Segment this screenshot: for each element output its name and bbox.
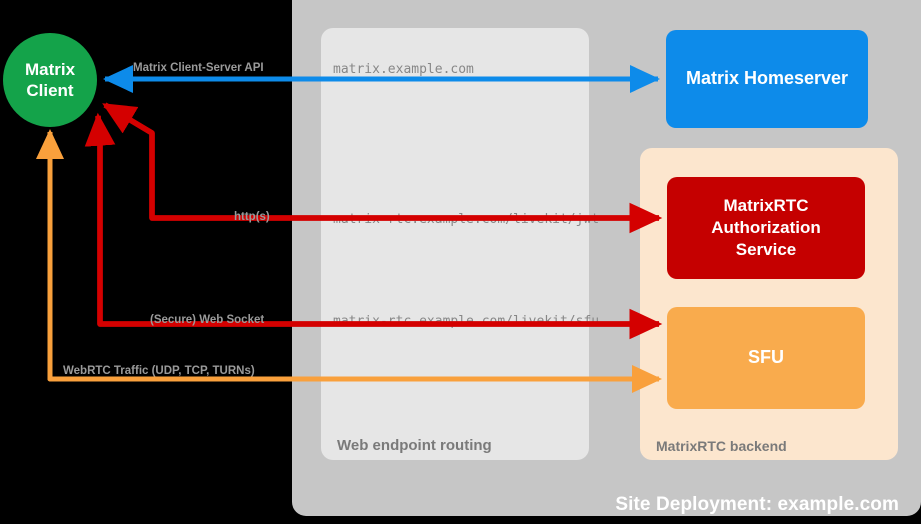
- node-matrix-client[interactable]: Matrix Client: [3, 33, 97, 127]
- node-sfu-label: SFU: [748, 347, 784, 368]
- node-matrix-client-line2: Client: [26, 81, 74, 100]
- web-endpoint-routing-label: Web endpoint routing: [337, 437, 492, 454]
- endpoint-label-livekit-sfu: matrix-rtc.example.com/livekit/sfu: [333, 314, 600, 329]
- node-matrix-homeserver-label: Matrix Homeserver: [685, 68, 849, 89]
- edge-label-secure-websocket: (Secure) Web Socket: [150, 314, 265, 326]
- edge-label-https: http(s): [234, 211, 270, 223]
- node-matrix-homeserver[interactable]: Matrix Homeserver: [666, 30, 868, 128]
- endpoint-label-livekit-jwt: matrix-rtc.example.com/livekit/jwt: [333, 212, 600, 227]
- node-auth-service-line2: Authorization: [711, 217, 821, 237]
- node-matrixrtc-authorization-service[interactable]: MatrixRTC Authorization Service: [667, 177, 865, 279]
- web-endpoint-routing-panel: [321, 28, 589, 460]
- edge-label-client-server-api: Matrix Client-Server API: [133, 62, 264, 74]
- node-auth-service-line3: Service: [735, 240, 797, 260]
- node-auth-service-line1: MatrixRTC: [723, 195, 809, 215]
- node-matrix-client-line1: Matrix: [24, 59, 76, 79]
- site-deployment-label: Site Deployment: example.com: [615, 494, 899, 515]
- matrixrtc-backend-label: MatrixRTC backend: [656, 438, 787, 454]
- edge-label-webrtc-traffic: WebRTC Traffic (UDP, TCP, TURNs): [63, 365, 255, 377]
- node-sfu[interactable]: SFU: [667, 307, 865, 409]
- endpoint-label-matrix: matrix.example.com: [333, 62, 474, 77]
